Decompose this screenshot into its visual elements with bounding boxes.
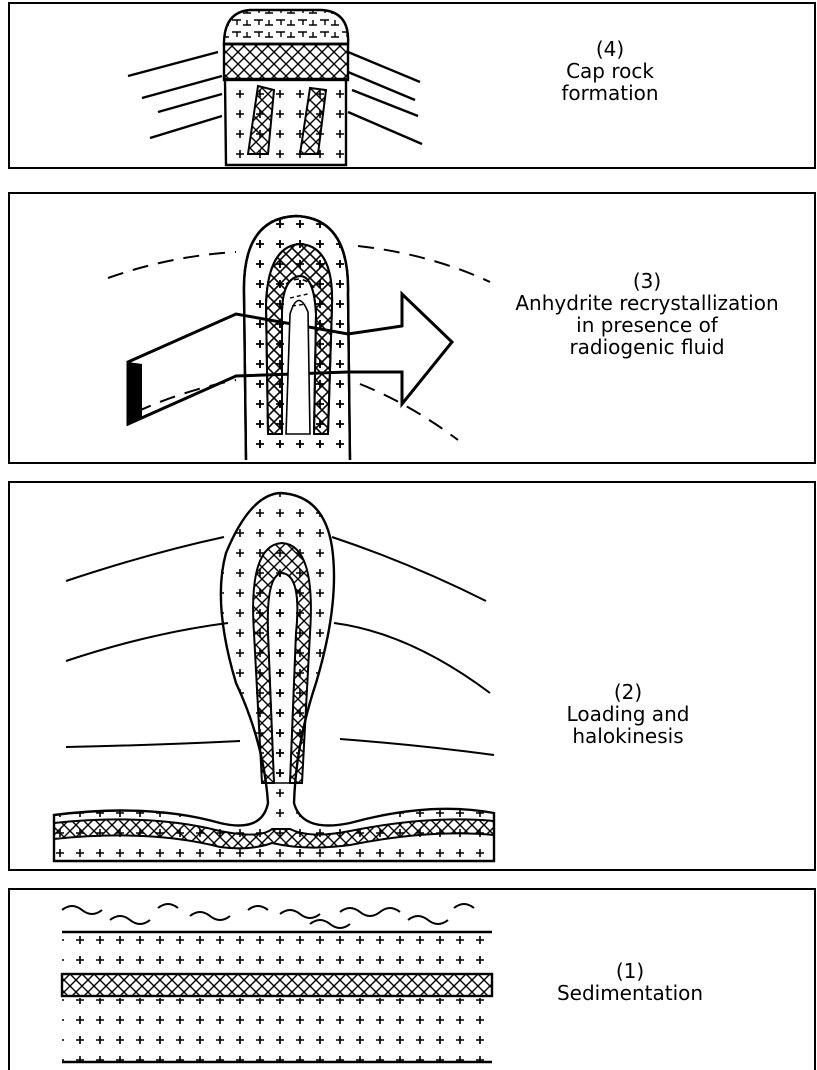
stage-2-line-2: halokinesis [528, 725, 728, 747]
wavy-sediment-marks [62, 904, 474, 928]
stage-3-line-3: radiogenic fluid [482, 336, 812, 358]
stage-4-label: (4) Cap rock formation [500, 38, 720, 104]
strata-lines-left [128, 52, 222, 138]
strata-lines-right [348, 52, 422, 144]
stage-1-line-1: Sedimentation [550, 982, 710, 1004]
stage-3-line-2: in presence of [482, 314, 812, 336]
stage-3-label: (3) Anhydrite recrystallization in prese… [482, 270, 812, 358]
panel-stage-1-sedimentation: (1) Sedimentation [8, 888, 816, 1070]
stage-2-label: (2) Loading and halokinesis [528, 681, 728, 747]
panel-stage-2-halokinesis: (2) Loading and halokinesis [8, 481, 816, 871]
stage-1-label: (1) Sedimentation [550, 960, 710, 1004]
halokinesis-diagram [10, 483, 814, 869]
panel-stage-3-recrystallization: (3) Anhydrite recrystallization in prese… [8, 192, 816, 464]
stage-2-line-1: Loading and [528, 703, 728, 725]
stage-4-number: (4) [500, 38, 720, 60]
stage-3-line-1: Anhydrite recrystallization [482, 292, 812, 314]
stage-3-number: (3) [482, 270, 812, 292]
panel-stage-4-cap-rock: (4) Cap rock formation [8, 2, 816, 169]
stage-1-number: (1) [550, 960, 710, 982]
stage-2-number: (2) [528, 681, 728, 703]
stage-4-line-1: Cap rock [500, 60, 720, 82]
stage-4-line-2: formation [500, 82, 720, 104]
